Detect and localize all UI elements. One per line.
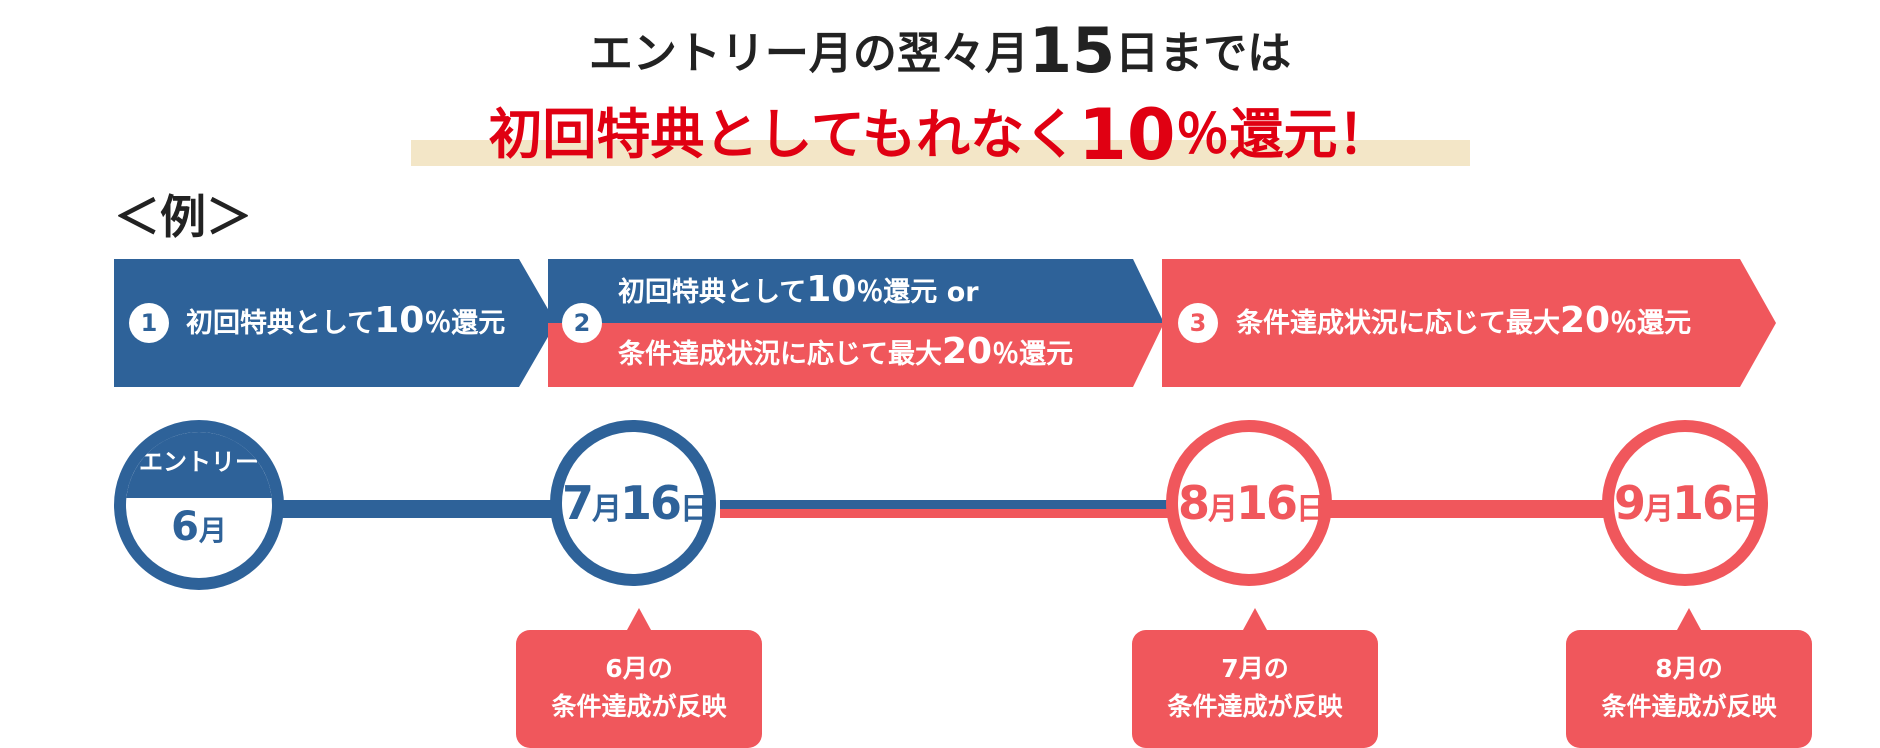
headline-line2-number: 10 bbox=[1078, 94, 1176, 176]
callout-3: 8月の 条件達成が反映 bbox=[1566, 608, 1812, 748]
step-2-text-line1: 初回特典として10％還元 or bbox=[618, 269, 979, 310]
headline-highlight bbox=[411, 140, 1470, 166]
headline-line1-text: エントリー月の翌々月 bbox=[588, 28, 1029, 79]
callout-1-line2: 条件達成が反映 bbox=[551, 692, 727, 721]
entry-month: 6月 bbox=[171, 504, 227, 550]
headline-line2: 初回特典としてもれなく10％還元！ bbox=[0, 90, 1880, 176]
callout-2: 7月の 条件達成が反映 bbox=[1132, 608, 1378, 748]
callout-3-line2: 条件達成が反映 bbox=[1601, 692, 1777, 721]
entry-label: エントリー bbox=[126, 432, 272, 498]
step-1-number: 1 bbox=[129, 303, 169, 343]
timeline-line-split bbox=[720, 500, 1200, 518]
date-circle-2: 8月16日 bbox=[1166, 420, 1332, 586]
headline-line2-text: 初回特典としてもれなく bbox=[488, 103, 1079, 166]
date-label-2: 8月16日 bbox=[1178, 476, 1326, 530]
callout-2-line2: 条件達成が反映 bbox=[1167, 692, 1343, 721]
step-3-banner: 3 条件達成状況に応じて最大20％還元 bbox=[1162, 259, 1776, 387]
step-2-text-line2: 条件達成状況に応じて最大20％還元 bbox=[618, 331, 1074, 372]
step-1-banner: 1 初回特典として10％還元 bbox=[114, 259, 556, 387]
callout-1: 6月の 条件達成が反映 bbox=[516, 608, 762, 748]
step-2-number: 2 bbox=[562, 303, 602, 343]
timeline-line-red bbox=[1330, 500, 1630, 518]
step-1-text: 初回特典として10％還元 bbox=[186, 300, 506, 341]
date-circle-1: 7月16日 bbox=[550, 420, 716, 586]
headline-line1: エントリー月の翌々月15日までは bbox=[0, 14, 1880, 87]
entry-month-circle: エントリー 6月 bbox=[114, 420, 284, 590]
callout-2-line1: 7月の bbox=[1221, 654, 1289, 683]
timeline-line-blue bbox=[280, 500, 580, 518]
step-3-number: 3 bbox=[1178, 303, 1218, 343]
date-label-1: 7月16日 bbox=[562, 476, 710, 530]
date-circle-3: 9月16日 bbox=[1602, 420, 1768, 586]
step-3-text: 条件達成状況に応じて最大20％還元 bbox=[1236, 300, 1692, 341]
callout-1-line1: 6月の bbox=[605, 654, 673, 683]
step-2-banner: 2 初回特典として10％還元 or 条件達成状況に応じて最大20％還元 bbox=[548, 259, 1164, 387]
date-label-3: 9月16日 bbox=[1614, 476, 1762, 530]
headline-line2-suffix: ％還元！ bbox=[1175, 103, 1392, 166]
headline-line1-suffix: 日までは bbox=[1115, 28, 1292, 79]
headline-line1-number: 15 bbox=[1028, 14, 1116, 87]
example-label: ＜例＞ bbox=[114, 190, 252, 244]
callout-3-line1: 8月の bbox=[1655, 654, 1723, 683]
